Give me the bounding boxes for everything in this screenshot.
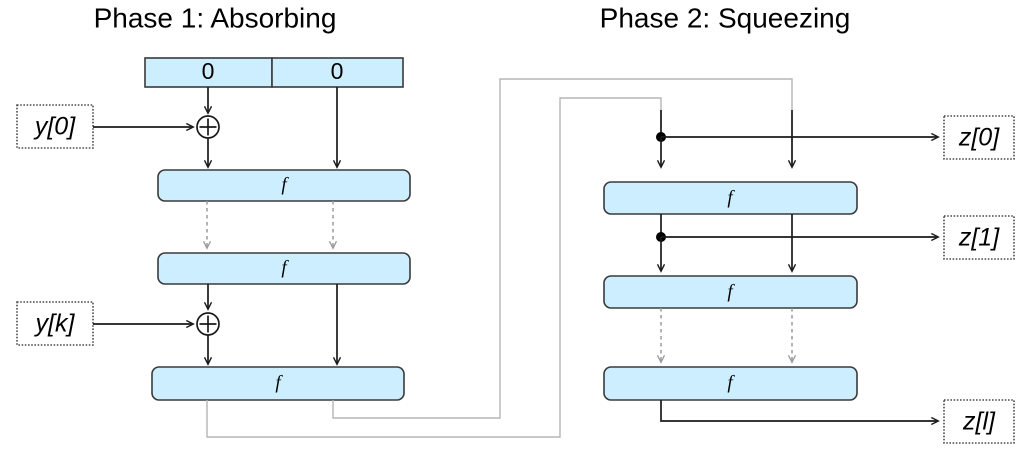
input-y0: y[0] — [16, 104, 94, 149]
phase2-f-box-2: f — [603, 275, 858, 309]
output-z0-box — [943, 115, 1015, 160]
xor-gate-2 — [196, 312, 220, 336]
output-zl-box — [943, 399, 1015, 444]
output-z0: z[0] — [943, 115, 1015, 160]
phase2-f-box-3: f — [603, 366, 858, 401]
phase2-f-box-1-label: f — [727, 187, 735, 208]
input-yk-label: y[k] — [34, 310, 76, 338]
phase1-f-box-1: f — [157, 169, 411, 202]
phase1-f-box-3-rect — [151, 366, 405, 401]
phase1-f-box-3: f — [151, 366, 405, 401]
state-bar-rate-value: 0 — [202, 58, 215, 84]
input-yk-box — [16, 301, 94, 346]
phase1-f-box-2: f — [157, 252, 411, 285]
phase1-title: Phase 1: Absorbing — [94, 2, 337, 33]
phase2-f-box-2-label: f — [727, 281, 735, 302]
state-bar-rate — [144, 57, 273, 88]
phase2-f-box-3-rect — [603, 366, 858, 401]
phase2-f-box-2-rect — [603, 275, 858, 309]
output-z1-label: z[1] — [958, 224, 1000, 252]
feedback-capacity-path — [332, 78, 793, 419]
phase2-f-box-1: f — [603, 181, 858, 215]
state-bar-capacity-value: 0 — [331, 58, 344, 84]
output-zl-label: z[l] — [962, 408, 996, 436]
phase1-f-box-1-rect — [157, 169, 411, 202]
phase1-f-box-3-label: f — [275, 372, 283, 393]
wire-f3-to-zl — [660, 400, 938, 421]
phase2-f-box-1-rect — [603, 181, 858, 215]
phase1-f-box-1-label: f — [281, 174, 289, 195]
output-z1: z[1] — [943, 215, 1015, 260]
phase1-state-bar: 0 0 — [144, 57, 404, 88]
output-z1-box — [943, 215, 1015, 260]
input-yk: y[k] — [16, 301, 94, 346]
phase1-f-box-2-rect — [157, 252, 411, 285]
phase1-f-box-2-label: f — [281, 257, 289, 278]
output-z0-label: z[0] — [958, 124, 1000, 152]
xor-gate-1 — [196, 115, 220, 139]
feedback-rate-path — [206, 97, 662, 438]
phase2-f-box-3-label: f — [727, 372, 735, 393]
phase2-title: Phase 2: Squeezing — [600, 2, 851, 33]
output-zl: z[l] — [943, 399, 1015, 444]
input-y0-label: y[0] — [33, 113, 76, 141]
